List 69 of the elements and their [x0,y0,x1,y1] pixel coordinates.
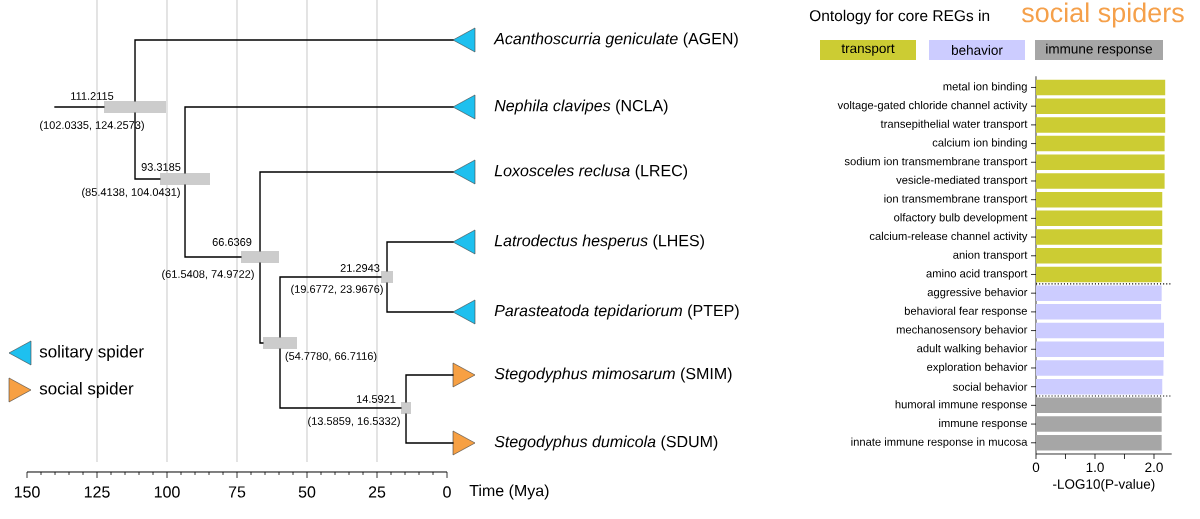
node-age-label: 93.3185 [141,163,181,171]
node-age-label: 111.2115 [71,92,114,100]
y-tick-label: behavioral fear response [904,306,1027,318]
y-tick-label: vesicle-mediated transport [896,175,1028,187]
tree-branch [386,241,454,272]
species-label: Latrodectus hesperus (LHES) [494,234,704,250]
y-tick-label: transepithelial water transport [880,119,1028,131]
species-label: Nephila clavipes (NCLA) [494,99,668,115]
y-tick-label: immune response [939,418,1027,430]
tick-label: 50 [298,486,316,498]
axis-title: Time (Mya) [469,484,549,500]
node-age-label: (19.6772, 23.9676) [291,284,383,296]
x-axis-title: -LOG10(P-value) [1053,478,1155,492]
legend-item: solitary spider [8,340,144,366]
tick-label: 125 [84,486,110,498]
y-tick-label: adult walking behavior [917,344,1028,355]
y-tick-label: anion transport [953,250,1028,261]
chart-title: social spiders [1021,2,1184,28]
tree-branch [184,106,454,174]
node-age-label: (85.4138, 104.0431) [82,187,180,199]
tree-branch [386,282,454,313]
tree-branch [54,106,105,108]
y-tick-label: metal ion binding [943,82,1027,93]
node-age-label: 14.5921 [356,395,396,403]
tree-branch [259,262,264,344]
tree-branch [259,171,454,252]
y-tick-label: amino acid transport [926,269,1028,280]
tree-branch [184,184,242,258]
tree-branch [405,374,454,403]
species-label: Loxosceles reclusa (LREC) [494,164,688,180]
node-age-label: 21.2943 [340,264,380,272]
y-tick-label: social behavior [953,382,1028,391]
y-tick-label: aggressive behavior [927,287,1028,299]
species-label: Stegodyphus dumicola (SDUM) [494,435,718,451]
tick-label: 25 [368,486,386,498]
tick-label: 0 [443,486,451,498]
tick-label: 75 [228,486,246,498]
x-tick-label: 2.0 [1145,462,1163,473]
y-tick-label: mechanosensory behavior [896,325,1028,336]
node-age-label: (61.5408, 74.9722) [162,269,254,281]
tick-label: 100 [154,486,180,498]
y-tick-label: voltage-gated chloride channel activity [837,100,1028,112]
x-tick-label: 0 [1032,462,1040,473]
tree-branch [134,112,161,180]
tree-branch [279,276,382,338]
tree-branch [279,348,402,409]
node-age-label: (54.7780, 66.7116) [285,351,377,363]
legend-item: social spider [8,377,134,403]
species-label: Stegodyphus mimosarum (SMIM) [494,367,732,383]
x-tick-label: 1.0 [1086,462,1104,473]
y-tick-label: calcium-release channel activity [869,231,1028,243]
chart-title: Ontology for core REGs in [809,9,990,25]
y-tick-label: exploration behavior [927,362,1028,374]
legend-item: behavior [929,40,1025,60]
tree-branch [405,413,454,444]
y-tick-label: innate immune response in mucosa [851,437,1028,448]
y-tick-label: calcium ion binding [932,138,1027,149]
species-label: Acanthoscurria geniculate (AGEN) [493,32,738,48]
node-age-label: 66.6369 [212,238,252,246]
y-tick-label: sodium ion transmembrane transport [844,157,1028,168]
species-label: Parasteatoda tepidariorum (PTEP) [494,304,739,320]
y-tick-label: ion transmembrane transport [884,194,1028,205]
tick-label: 150 [14,486,40,498]
y-tick-label: olfactory bulb development [894,213,1028,224]
node-age-label: (13.5859, 16.5332) [308,416,400,428]
y-tick-label: humoral immune response [895,400,1027,411]
legend-item: immune response [1035,40,1163,60]
tree-branch [134,39,454,102]
legend-item: transport [820,40,916,60]
